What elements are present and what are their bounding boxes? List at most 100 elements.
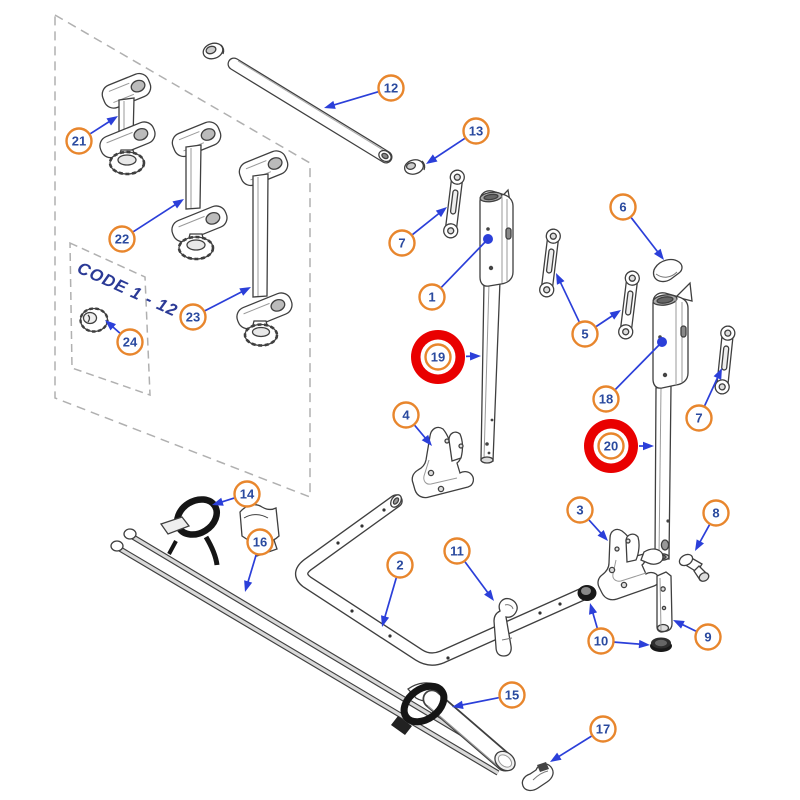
leader-arrowhead-icon <box>106 116 118 126</box>
part-2-platform-frame <box>295 494 590 666</box>
balloon-number: 14 <box>240 487 255 502</box>
leader-line <box>630 217 661 255</box>
balloon-14[interactable]: 14 <box>212 480 261 508</box>
balloon-11[interactable]: 11 <box>443 537 495 602</box>
balloon-number: 21 <box>72 134 86 149</box>
part-1-post-sleeve <box>479 188 514 287</box>
part-20-right-post <box>654 385 672 561</box>
balloon-13[interactable]: 13 <box>426 117 490 165</box>
balloon-number: 18 <box>599 392 613 407</box>
part-10-cap <box>650 637 672 652</box>
balloon-circle <box>694 623 722 651</box>
balloon-5[interactable]: 5 <box>556 273 621 348</box>
balloon-18[interactable]: 18 <box>592 337 668 413</box>
balloon-number: 3 <box>576 503 583 518</box>
balloon-circle <box>388 229 416 257</box>
balloon-6[interactable]: 6 <box>609 193 665 261</box>
balloon-number: 11 <box>450 544 464 559</box>
balloon-4[interactable]: 4 <box>392 401 433 447</box>
balloon-circle <box>592 385 620 413</box>
part-10-ring <box>577 585 597 601</box>
balloon-17[interactable]: 17 <box>550 715 617 763</box>
balloon-circle <box>392 401 420 429</box>
balloon-3[interactable]: 3 <box>566 496 609 542</box>
leader-arrowhead-icon <box>421 434 432 446</box>
part-19-left-post <box>480 280 501 464</box>
leader-dot-icon <box>483 234 493 244</box>
leader-line <box>246 554 257 586</box>
part-11-hook-clip <box>493 597 518 657</box>
balloon-22[interactable]: 22 <box>108 199 185 253</box>
leader-line <box>431 137 466 161</box>
leader-dot-icon <box>657 337 667 347</box>
balloon-15[interactable]: 15 <box>452 681 526 709</box>
part-5-bracket-bar-right <box>617 269 641 341</box>
balloon-circle <box>116 328 144 356</box>
balloon-16[interactable]: 16 <box>244 528 274 593</box>
leader-arrowhead-icon <box>713 368 722 380</box>
balloon-circle <box>587 627 615 655</box>
part-9-lock-plate <box>656 571 673 633</box>
balloon-circle <box>566 496 594 524</box>
balloon-24[interactable]: 24 <box>105 320 144 356</box>
leader-arrowhead-icon <box>653 248 664 260</box>
leader-line <box>132 202 179 233</box>
balloon-20[interactable]: 20 <box>584 419 654 473</box>
balloon-12[interactable]: 12 <box>324 74 405 109</box>
balloon-circle <box>685 404 713 432</box>
balloon-number: 22 <box>115 232 129 247</box>
balloon-circle <box>424 343 452 371</box>
leader-arrowhead-icon <box>609 310 621 320</box>
part-21-bike-holder <box>99 72 156 176</box>
balloon-10[interactable]: 10 <box>587 603 651 655</box>
leader-line <box>204 289 246 312</box>
leader-arrowhead-icon <box>550 752 562 762</box>
leader-arrowhead-icon <box>484 589 494 601</box>
balloon-7[interactable]: 7 <box>685 368 723 432</box>
balloon-circle <box>246 528 274 556</box>
balloon-7[interactable]: 7 <box>388 207 448 257</box>
balloon-19[interactable]: 19 <box>411 330 481 384</box>
balloon-circle <box>386 551 414 579</box>
leader-arrowhead-icon <box>239 287 251 296</box>
balloon-21[interactable]: 21 <box>65 116 119 155</box>
leader-arrowhead-icon <box>324 100 336 109</box>
balloon-number: 12 <box>384 81 398 96</box>
balloon-circle <box>418 283 446 311</box>
balloon-circle <box>498 681 526 709</box>
balloon-number: 20 <box>604 439 618 454</box>
leader-arrowhead-icon <box>638 639 650 649</box>
balloon-1[interactable]: 1 <box>418 234 494 311</box>
part-16-rail <box>110 528 513 776</box>
balloon-number: 6 <box>619 200 626 215</box>
leader-line <box>89 119 113 135</box>
leader-line <box>555 735 592 760</box>
leader-line <box>558 278 580 323</box>
part-5-bracket-bar-left <box>538 227 562 299</box>
part-22-bike-holder <box>171 121 228 261</box>
balloon-circle <box>179 303 207 331</box>
balloon-2[interactable]: 2 <box>381 551 414 628</box>
balloon-circle <box>609 193 637 221</box>
dashed-region-code <box>69 241 151 397</box>
balloon-23[interactable]: 23 <box>179 287 252 331</box>
part-4-pivot-bracket <box>411 426 475 499</box>
leader-line <box>412 210 443 236</box>
leader-arrowhead-icon <box>673 620 685 629</box>
balloon-number: 15 <box>505 688 519 703</box>
balloon-circle <box>462 117 490 145</box>
balloon-number: 16 <box>253 535 267 550</box>
balloon-circle <box>702 499 730 527</box>
leader-line <box>614 341 663 390</box>
leader-arrowhead-icon <box>212 497 224 506</box>
balloon-8[interactable]: 8 <box>695 499 730 552</box>
leader-line <box>330 91 379 107</box>
leader-arrowhead-icon <box>172 199 184 209</box>
leader-arrowhead-icon <box>452 700 464 709</box>
balloon-9[interactable]: 9 <box>673 620 722 651</box>
part-17-clip <box>521 762 554 792</box>
leader-arrowhead-icon <box>597 530 608 541</box>
